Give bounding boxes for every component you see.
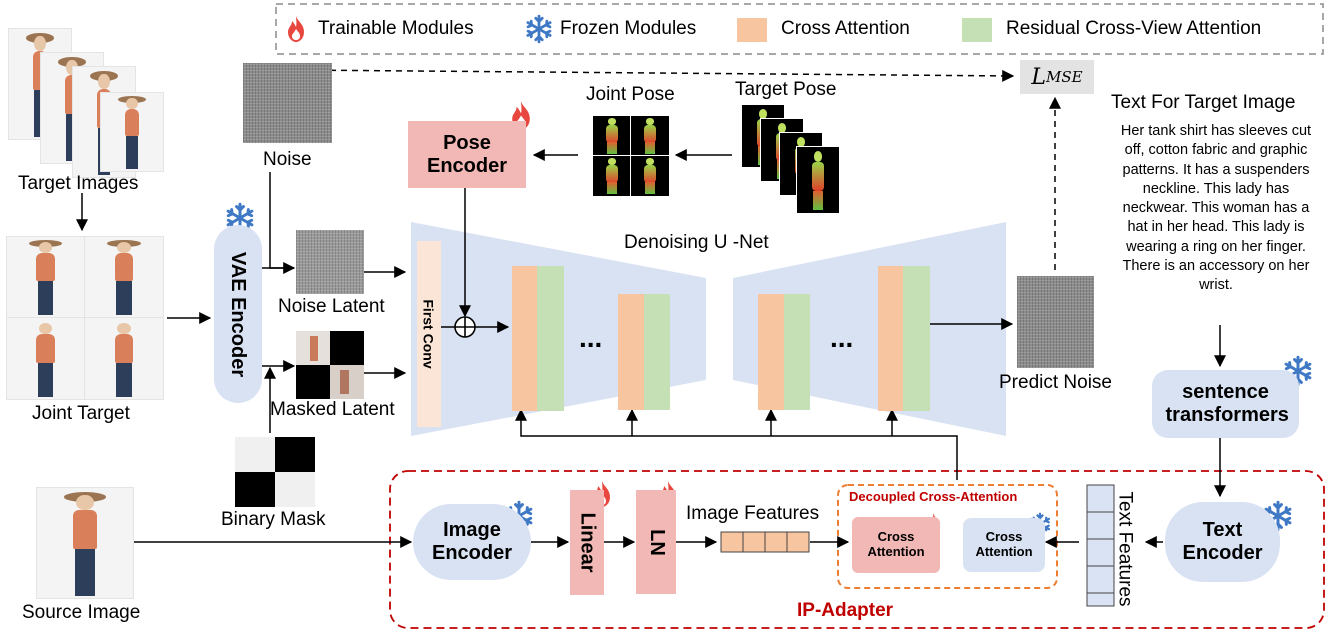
ip-adapter-label: IP-Adapter bbox=[797, 600, 894, 621]
image-features-row bbox=[720, 531, 810, 553]
joint-target-cell bbox=[6, 317, 85, 400]
vae-encoder-block: VAE Encoder bbox=[214, 225, 262, 403]
decoupled-frame bbox=[837, 484, 1058, 589]
legend-frame bbox=[275, 3, 1324, 55]
cross-attention-swatch bbox=[737, 18, 767, 42]
noise-latent-image bbox=[296, 230, 364, 294]
denoising-unet-label: Denoising U -Net bbox=[624, 232, 769, 253]
image-encoder-block: Image Encoder bbox=[413, 504, 531, 580]
masked-latent-label: Masked Latent bbox=[270, 399, 395, 420]
linear-label: Linear bbox=[576, 512, 599, 573]
pose-encoder-block: Pose Encoder bbox=[408, 121, 526, 188]
decoupled-cross-attention-label: Decoupled Cross-Attention bbox=[849, 489, 1018, 504]
sentence-transformers-label: sentence transformers bbox=[1165, 381, 1289, 426]
pose-encoder-label: Pose Encoder bbox=[426, 131, 508, 177]
decoder-residual-1 bbox=[784, 294, 810, 410]
joint-pose-cell bbox=[592, 115, 632, 157]
ip-adapter-frame bbox=[389, 470, 1325, 629]
cross-attention-frozen-block: Cross Attention bbox=[963, 518, 1045, 572]
vae-encoder-label: VAE Encoder bbox=[227, 251, 250, 377]
legend-frozen-label: Frozen Modules bbox=[560, 18, 697, 39]
target-images-label: Target Images bbox=[18, 173, 139, 194]
encoder-cross-attn-2 bbox=[618, 294, 644, 410]
first-conv-label: First Conv bbox=[421, 299, 438, 369]
joint-target-cell bbox=[84, 236, 164, 318]
joint-pose-cell bbox=[592, 155, 632, 197]
encoder-ellipsis: ... bbox=[579, 322, 603, 353]
legend-trainable-label: Trainable Modules bbox=[318, 18, 474, 39]
predict-noise-label: Predict Noise bbox=[999, 372, 1112, 393]
target-pose-label: Target Pose bbox=[735, 79, 837, 100]
flame-icon bbox=[288, 16, 304, 42]
joint-target-label: Joint Target bbox=[32, 403, 130, 424]
image-encoder-label: Image Encoder bbox=[431, 519, 513, 564]
noise-latent-label: Noise Latent bbox=[278, 296, 385, 317]
legend-cross-attention-label: Cross Attention bbox=[781, 18, 910, 39]
first-conv-block: First Conv bbox=[417, 241, 441, 427]
noise-image bbox=[243, 63, 332, 143]
source-image-label: Source Image bbox=[22, 602, 141, 623]
circled-plus-icon bbox=[454, 316, 476, 338]
decoder-cross-attn-2 bbox=[878, 266, 903, 411]
target-text-description: Her tank shirt has sleeves cut off, cott… bbox=[1120, 123, 1312, 294]
snowflake-icon bbox=[526, 14, 552, 44]
cross-attention-trainable-label: Cross Attention bbox=[867, 529, 925, 559]
target-pose-image bbox=[796, 146, 840, 214]
ln-block: LN bbox=[636, 490, 676, 594]
text-features-column bbox=[1086, 484, 1115, 607]
linear-block: Linear bbox=[570, 490, 604, 595]
target-image-4 bbox=[100, 92, 164, 172]
binary-mask-label: Binary Mask bbox=[221, 509, 326, 530]
decoder-cross-attn-1 bbox=[758, 294, 784, 410]
decoder-ellipsis: ... bbox=[830, 322, 854, 353]
text-encoder-block: Text Encoder bbox=[1165, 502, 1280, 582]
decoder-residual-2 bbox=[903, 266, 930, 411]
binary-mask-image bbox=[235, 437, 315, 507]
text-features-label-wrap: Text Features bbox=[1114, 484, 1136, 614]
cross-attention-frozen-label: Cross Attention bbox=[975, 529, 1033, 559]
joint-pose-cell bbox=[630, 155, 670, 197]
loss-subscript: MSE bbox=[1046, 68, 1083, 86]
text-for-target-heading: Text For Target Image bbox=[1111, 92, 1296, 113]
predicted-noise-image bbox=[1017, 276, 1094, 368]
text-encoder-label: Text Encoder bbox=[1182, 519, 1263, 564]
sentence-transformers-block: sentence transformers bbox=[1152, 370, 1299, 438]
image-features-label: Image Features bbox=[686, 503, 820, 524]
masked-latent-image bbox=[296, 331, 364, 399]
joint-pose-label: Joint Pose bbox=[586, 84, 675, 105]
loss-label: L bbox=[1031, 64, 1046, 90]
source-image bbox=[36, 487, 134, 599]
encoder-cross-attn-1 bbox=[512, 266, 537, 411]
joint-pose-cell bbox=[630, 115, 670, 157]
encoder-residual-1 bbox=[537, 266, 564, 411]
cross-attention-trainable-block: Cross Attention bbox=[852, 517, 940, 573]
ln-label: LN bbox=[645, 528, 668, 556]
encoder-residual-2 bbox=[644, 294, 670, 410]
legend-residual-label: Residual Cross-View Attention bbox=[1006, 18, 1262, 39]
joint-target-cell bbox=[6, 236, 85, 318]
noise-label: Noise bbox=[263, 149, 312, 170]
text-features-label: Text Features bbox=[1115, 491, 1137, 607]
residual-swatch bbox=[962, 18, 992, 42]
joint-target-cell bbox=[84, 317, 164, 400]
